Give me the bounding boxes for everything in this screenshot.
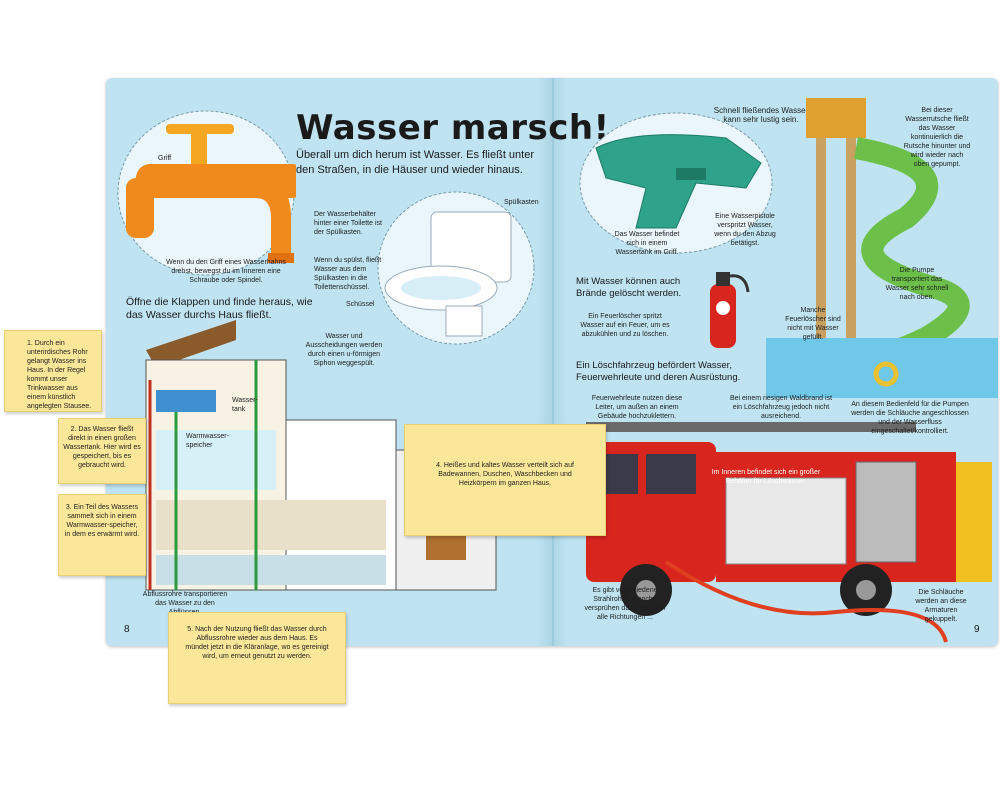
flap-4[interactable]: 4. Heißes und kaltes Wasser verteilt sic… [404,424,606,536]
flaps-intro: Öffne die Klappen und finde heraus, wie … [126,296,313,321]
control-panel-text: An diesem Bedienfeld für die Pumpen werd… [851,401,969,435]
flap-3[interactable]: 3. Ein Teil des Wassers sammelt sich in … [58,494,146,576]
siphon-text: Wasser und Ausscheidungen werden durch e… [305,333,383,367]
toilet-tank-text: Der Wasserbehälter hinter einer Toilette… [314,211,382,236]
flap-3-text: 3. Ein Teil des Wassers sammelt sich in … [64,504,140,538]
firetruck-heading: Ein Löschfahrzeug befördert Wasser, Feue… [576,360,741,383]
schuessel-label: Schüssel [346,301,375,308]
extinguisher-text: Ein Feuerlöscher spritzt Wasser auf ein … [580,313,670,338]
page-number-right: 9 [974,624,980,635]
book-spine [552,78,554,646]
toilet-illustration [377,191,535,345]
pump-text: Die Pumpe transportiert das Wasser sehr … [885,267,949,301]
forest-fire-text: Bei einem riesigen Waldbrand ist ein Lös… [729,395,833,420]
page-title: Wasser marsch! [296,108,610,148]
intro-text: Überall um dich herum ist Wasser. Es fli… [296,149,535,176]
tap-caption: Wenn du den Griff eines Wasserhahns dreh… [166,259,286,284]
hoses-text: Die Schläuche werden an diese Armaturen … [915,589,967,623]
nozzles-text: Es gibt verschiedene Strahlrohre. Manche… [584,587,666,621]
slide-text: Bei dieser Wasserrutsche fließt das Wass… [903,107,971,168]
flap-1[interactable]: 1. Durch ein unterirdisches Rohr gelangt… [4,330,102,412]
some-extinguishers-text: Manche Feuerlöscher sind nicht mit Wasse… [785,307,841,341]
fire-truck-illustration [586,422,992,643]
pistol-text: Eine Wasserpistole verspritzt Wasser, we… [714,213,776,247]
ladder-text: Feuerwehrleute nutzen diese Leiter, um a… [591,395,683,420]
inner-tank-text: Im Inneren befindet sich ein großer Behä… [711,469,821,485]
tank-in-grip-text: Das Wasser befindet sich in einem Wasser… [614,231,680,256]
tap-illustration [117,110,296,276]
flap-5-text: 5. Nach der Nutzung fließt das Wasser du… [185,626,329,660]
flap-2[interactable]: 2. Das Wasser fließt direkt in einen gro… [58,418,146,484]
flush-text: Wenn du spülst, fließt Wasser aus dem Sp… [314,257,382,291]
fast-water-text: Schnell fließendes Wasser kann sehr lust… [713,106,809,124]
fire-extinguisher-illustration [710,272,750,348]
warmwasserspeicher-label: Warmwasser-speicher [186,433,229,449]
fire-heading: Mit Wasser können auch Brände gelöscht w… [576,276,682,299]
spuelkasten-label: Spülkasten [504,199,539,206]
flap-2-text: 2. Das Wasser fließt direkt in einen gro… [63,426,141,469]
flap-5[interactable]: 5. Nach der Nutzung fließt das Wasser du… [168,612,346,704]
flap-1-text: 1. Durch ein unterirdisches Rohr gelangt… [27,340,92,410]
book-spread: Wasser marsch! Überall um dich herum ist… [106,78,998,646]
water-slide-illustration [766,98,998,398]
griff-label: Griff [158,155,172,162]
flap-4-text: 4. Heißes und kaltes Wasser verteilt sic… [436,462,574,487]
wassertank-label: Wasser-tank [232,397,258,413]
page-number-left: 8 [124,624,130,635]
water-pistol-illustration [579,112,773,254]
